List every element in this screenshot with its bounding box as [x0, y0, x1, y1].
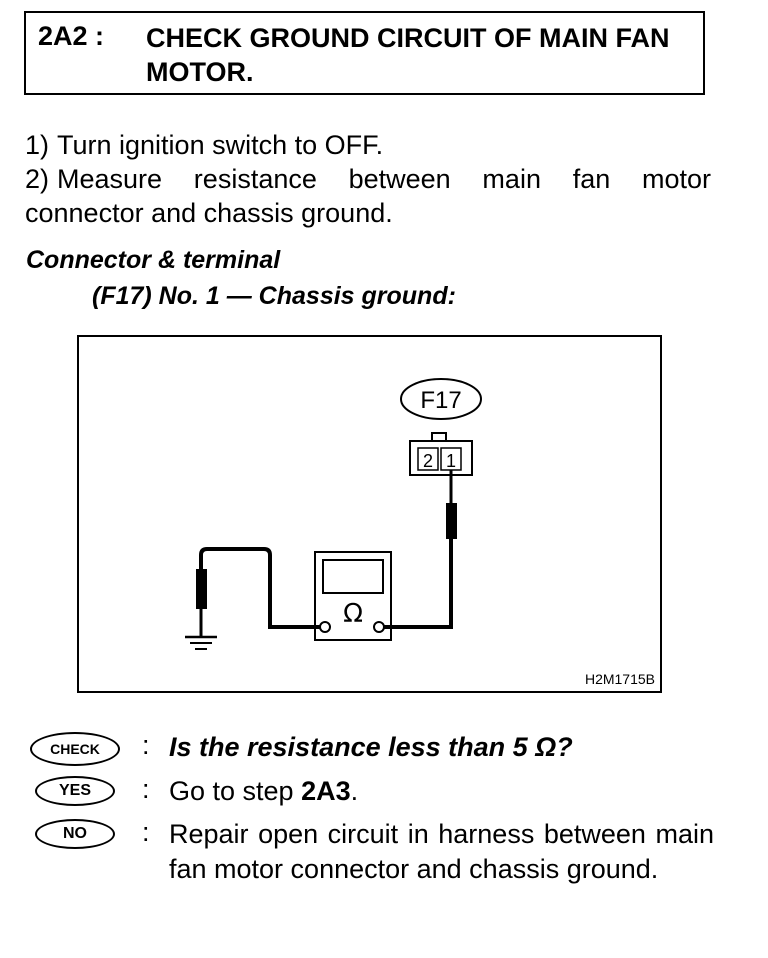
- yes-text: Go to step: [169, 776, 302, 806]
- connector-label-ellipse: [400, 378, 482, 420]
- procedure-steps: 1)Turn ignition switch to OFF. 2)Measure…: [25, 128, 711, 230]
- no-action: Repair open circuit in harness between m…: [169, 819, 714, 884]
- procedure-step: 1)Turn ignition switch to OFF.: [25, 128, 711, 162]
- procedure-step: 2)Measure resistance between main fan mo…: [25, 162, 711, 230]
- yes-colon: :: [142, 774, 150, 804]
- yes-text-end: .: [350, 776, 359, 806]
- no-badge: NO: [35, 819, 115, 849]
- terminal-2-label: 2: [423, 451, 433, 471]
- step-text: Turn ignition switch to OFF.: [57, 130, 384, 160]
- meter-terminal-left: [319, 621, 331, 633]
- step-text: Measure resistance between main fan moto…: [25, 164, 711, 228]
- yes-step-link: 2A3: [301, 776, 351, 806]
- no-colon: :: [142, 817, 150, 847]
- ohmmeter-symbol: Ω: [343, 599, 363, 629]
- step-code: 2A2 :: [38, 21, 105, 51]
- yes-action: Go to step 2A3.: [169, 774, 714, 809]
- wiring-diagram: F17 2 1 Ω H2M1715B: [77, 335, 662, 693]
- check-colon: :: [142, 730, 150, 760]
- step-number: 2): [25, 164, 50, 194]
- check-question: Is the resistance less than 5 Ω?: [169, 732, 573, 762]
- check-badge: CHECK: [30, 732, 120, 766]
- probe-right: [446, 503, 457, 539]
- connector-detail: (F17) No. 1 — Chassis ground:: [92, 282, 456, 310]
- step-title: CHECK GROUND CIRCUIT OF MAIN FAN MOTOR.: [146, 23, 670, 87]
- probe-left: [196, 569, 207, 609]
- diagram-frame: [77, 335, 662, 693]
- step-title-box: 2A2 : CHECK GROUND CIRCUIT OF MAIN FAN M…: [24, 11, 705, 95]
- ohmmeter-body: [314, 551, 392, 641]
- connector-latch: [431, 432, 447, 442]
- yes-badge: YES: [35, 776, 115, 806]
- step-number: 1): [25, 130, 50, 160]
- connector-label: F17: [420, 387, 461, 414]
- ohmmeter-display: [322, 559, 384, 594]
- terminal-1-label: 1: [446, 451, 456, 471]
- connector-body: [409, 440, 473, 476]
- terminal-2-cell: [417, 447, 439, 471]
- meter-terminal-right: [373, 621, 385, 633]
- figure-code: H2M1715B: [585, 671, 655, 687]
- probe-lead-right: [384, 539, 453, 629]
- probe-lead-left: [199, 547, 320, 629]
- connector-heading: Connector & terminal: [26, 246, 281, 274]
